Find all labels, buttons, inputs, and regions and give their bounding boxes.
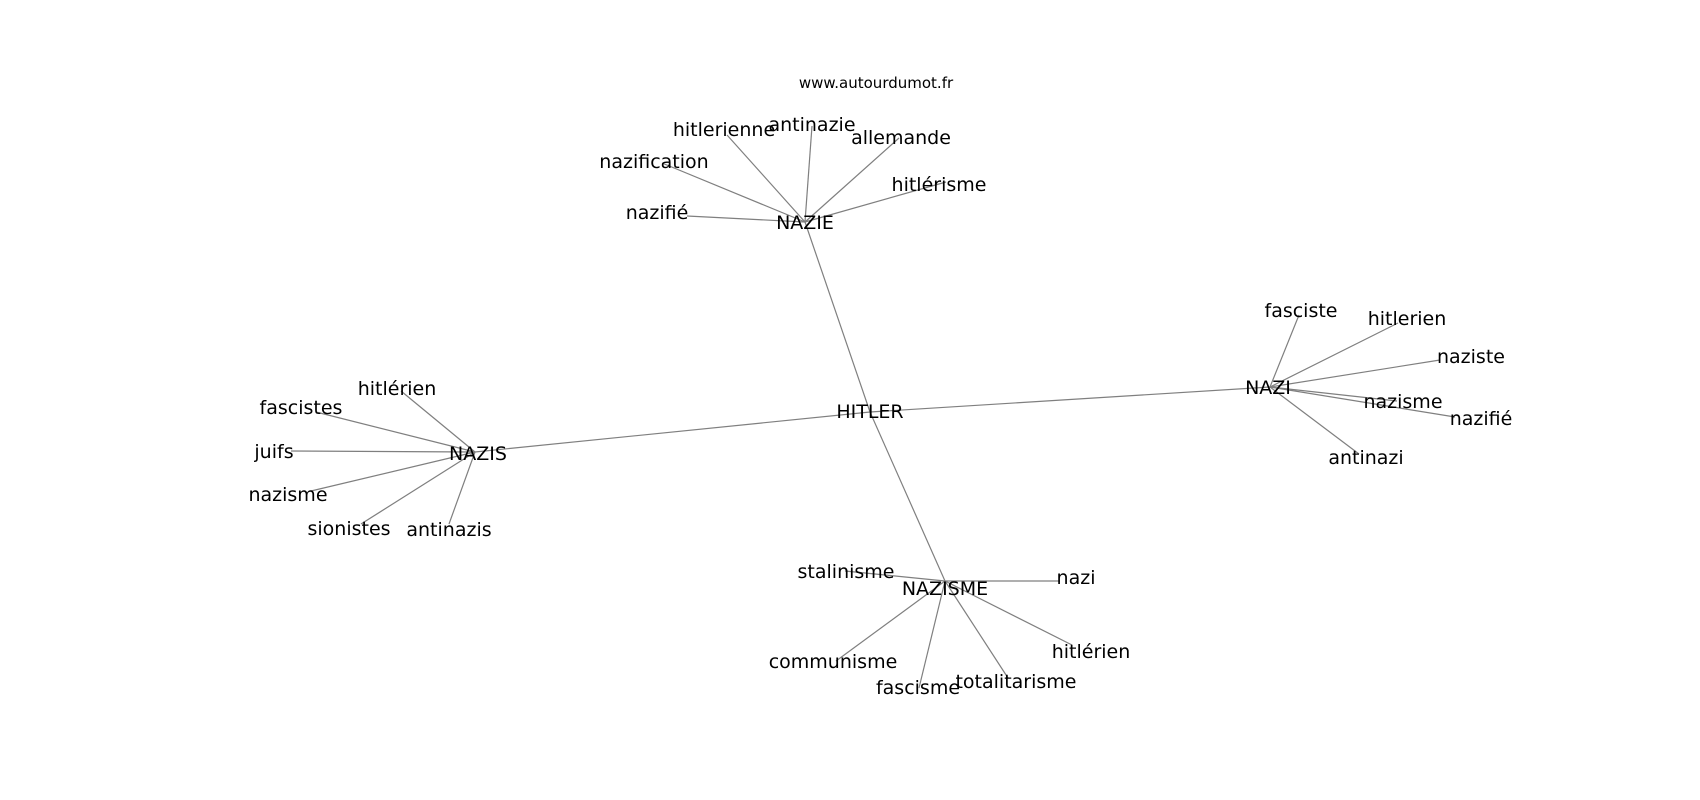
word-node-label: hitlérisme bbox=[892, 174, 987, 196]
word-node-label: hitlerienne bbox=[673, 119, 775, 141]
edge-nazisme-word bbox=[835, 580, 946, 662]
hub-node-label: NAZIS bbox=[449, 443, 507, 465]
word-node-label: antinazi bbox=[1328, 447, 1403, 469]
edge-nazie-word bbox=[804, 125, 813, 223]
edge-hitler-nazisme bbox=[869, 411, 946, 582]
word-node-label: nazifié bbox=[626, 202, 689, 224]
edge-nazi-word bbox=[1269, 386, 1456, 418]
edge-nazi-word bbox=[1269, 359, 1441, 388]
word-node-label: nazisme bbox=[248, 484, 327, 506]
word-node-label: fasciste bbox=[1265, 300, 1338, 322]
edge-nazi-word bbox=[1269, 314, 1300, 388]
word-node-label: totalitarisme bbox=[955, 671, 1076, 693]
edge-nazi-word bbox=[1269, 386, 1360, 455]
edge-nazisme-word bbox=[944, 580, 1009, 679]
hub-node-label: NAZIE bbox=[776, 212, 834, 234]
edge-nazis-word bbox=[290, 450, 476, 453]
word-node-label: fascisme bbox=[876, 677, 960, 699]
edge-hitler-nazie bbox=[804, 221, 871, 413]
edge-nazi-word bbox=[1269, 322, 1399, 388]
graph-labels: www.autourdumot.fr HITLER NAZIE nazifié na… bbox=[248, 74, 1512, 699]
word-node-label: hitlerien bbox=[1368, 308, 1447, 330]
hub-node-label: NAZISME bbox=[902, 578, 988, 600]
center-node-label: HITLER bbox=[836, 401, 903, 423]
edge-nazis-word bbox=[315, 411, 476, 453]
edge-nazisme-word bbox=[944, 580, 1073, 646]
edge-nazie-word bbox=[661, 162, 806, 223]
word-node-label: nazisme bbox=[1363, 391, 1442, 413]
source-url: www.autourdumot.fr bbox=[799, 74, 954, 92]
edge-nazie-word bbox=[804, 137, 900, 223]
word-node-label: juifs bbox=[253, 441, 293, 463]
edge-nazisme-word bbox=[918, 580, 946, 689]
hub-node-label: NAZI bbox=[1245, 377, 1291, 399]
word-node-label: hitlérien bbox=[1052, 641, 1131, 663]
word-node-label: antinazis bbox=[406, 519, 491, 541]
word-node-label: fascistes bbox=[260, 397, 343, 419]
word-node-label: allemande bbox=[851, 127, 951, 149]
word-node-label: hitlérien bbox=[358, 378, 437, 400]
word-node-label: nazifié bbox=[1450, 408, 1513, 430]
word-node-label: nazi bbox=[1057, 567, 1096, 589]
word-node-label: antinazie bbox=[768, 114, 855, 136]
edge-nazi-word bbox=[1269, 386, 1398, 402]
edge-hitler-nazi bbox=[869, 386, 1271, 413]
graph-edges bbox=[290, 125, 1456, 689]
edge-hitler-nazis bbox=[474, 411, 871, 453]
word-node-label: naziste bbox=[1437, 346, 1505, 368]
edge-nazie-word bbox=[726, 134, 806, 223]
edge-nazie-word bbox=[686, 215, 806, 223]
word-node-label: stalinisme bbox=[798, 561, 895, 583]
edge-nazisme-word bbox=[844, 570, 946, 582]
edge-nazis-word bbox=[448, 451, 476, 525]
word-node-label: nazification bbox=[599, 151, 708, 173]
edge-nazie-word bbox=[804, 181, 947, 223]
word-node-label: communisme bbox=[769, 651, 898, 673]
edge-nazis-word bbox=[360, 451, 476, 525]
edge-nazis-word bbox=[400, 390, 476, 453]
word-node-label: sionistes bbox=[307, 518, 390, 540]
edge-nazis-word bbox=[310, 451, 476, 492]
